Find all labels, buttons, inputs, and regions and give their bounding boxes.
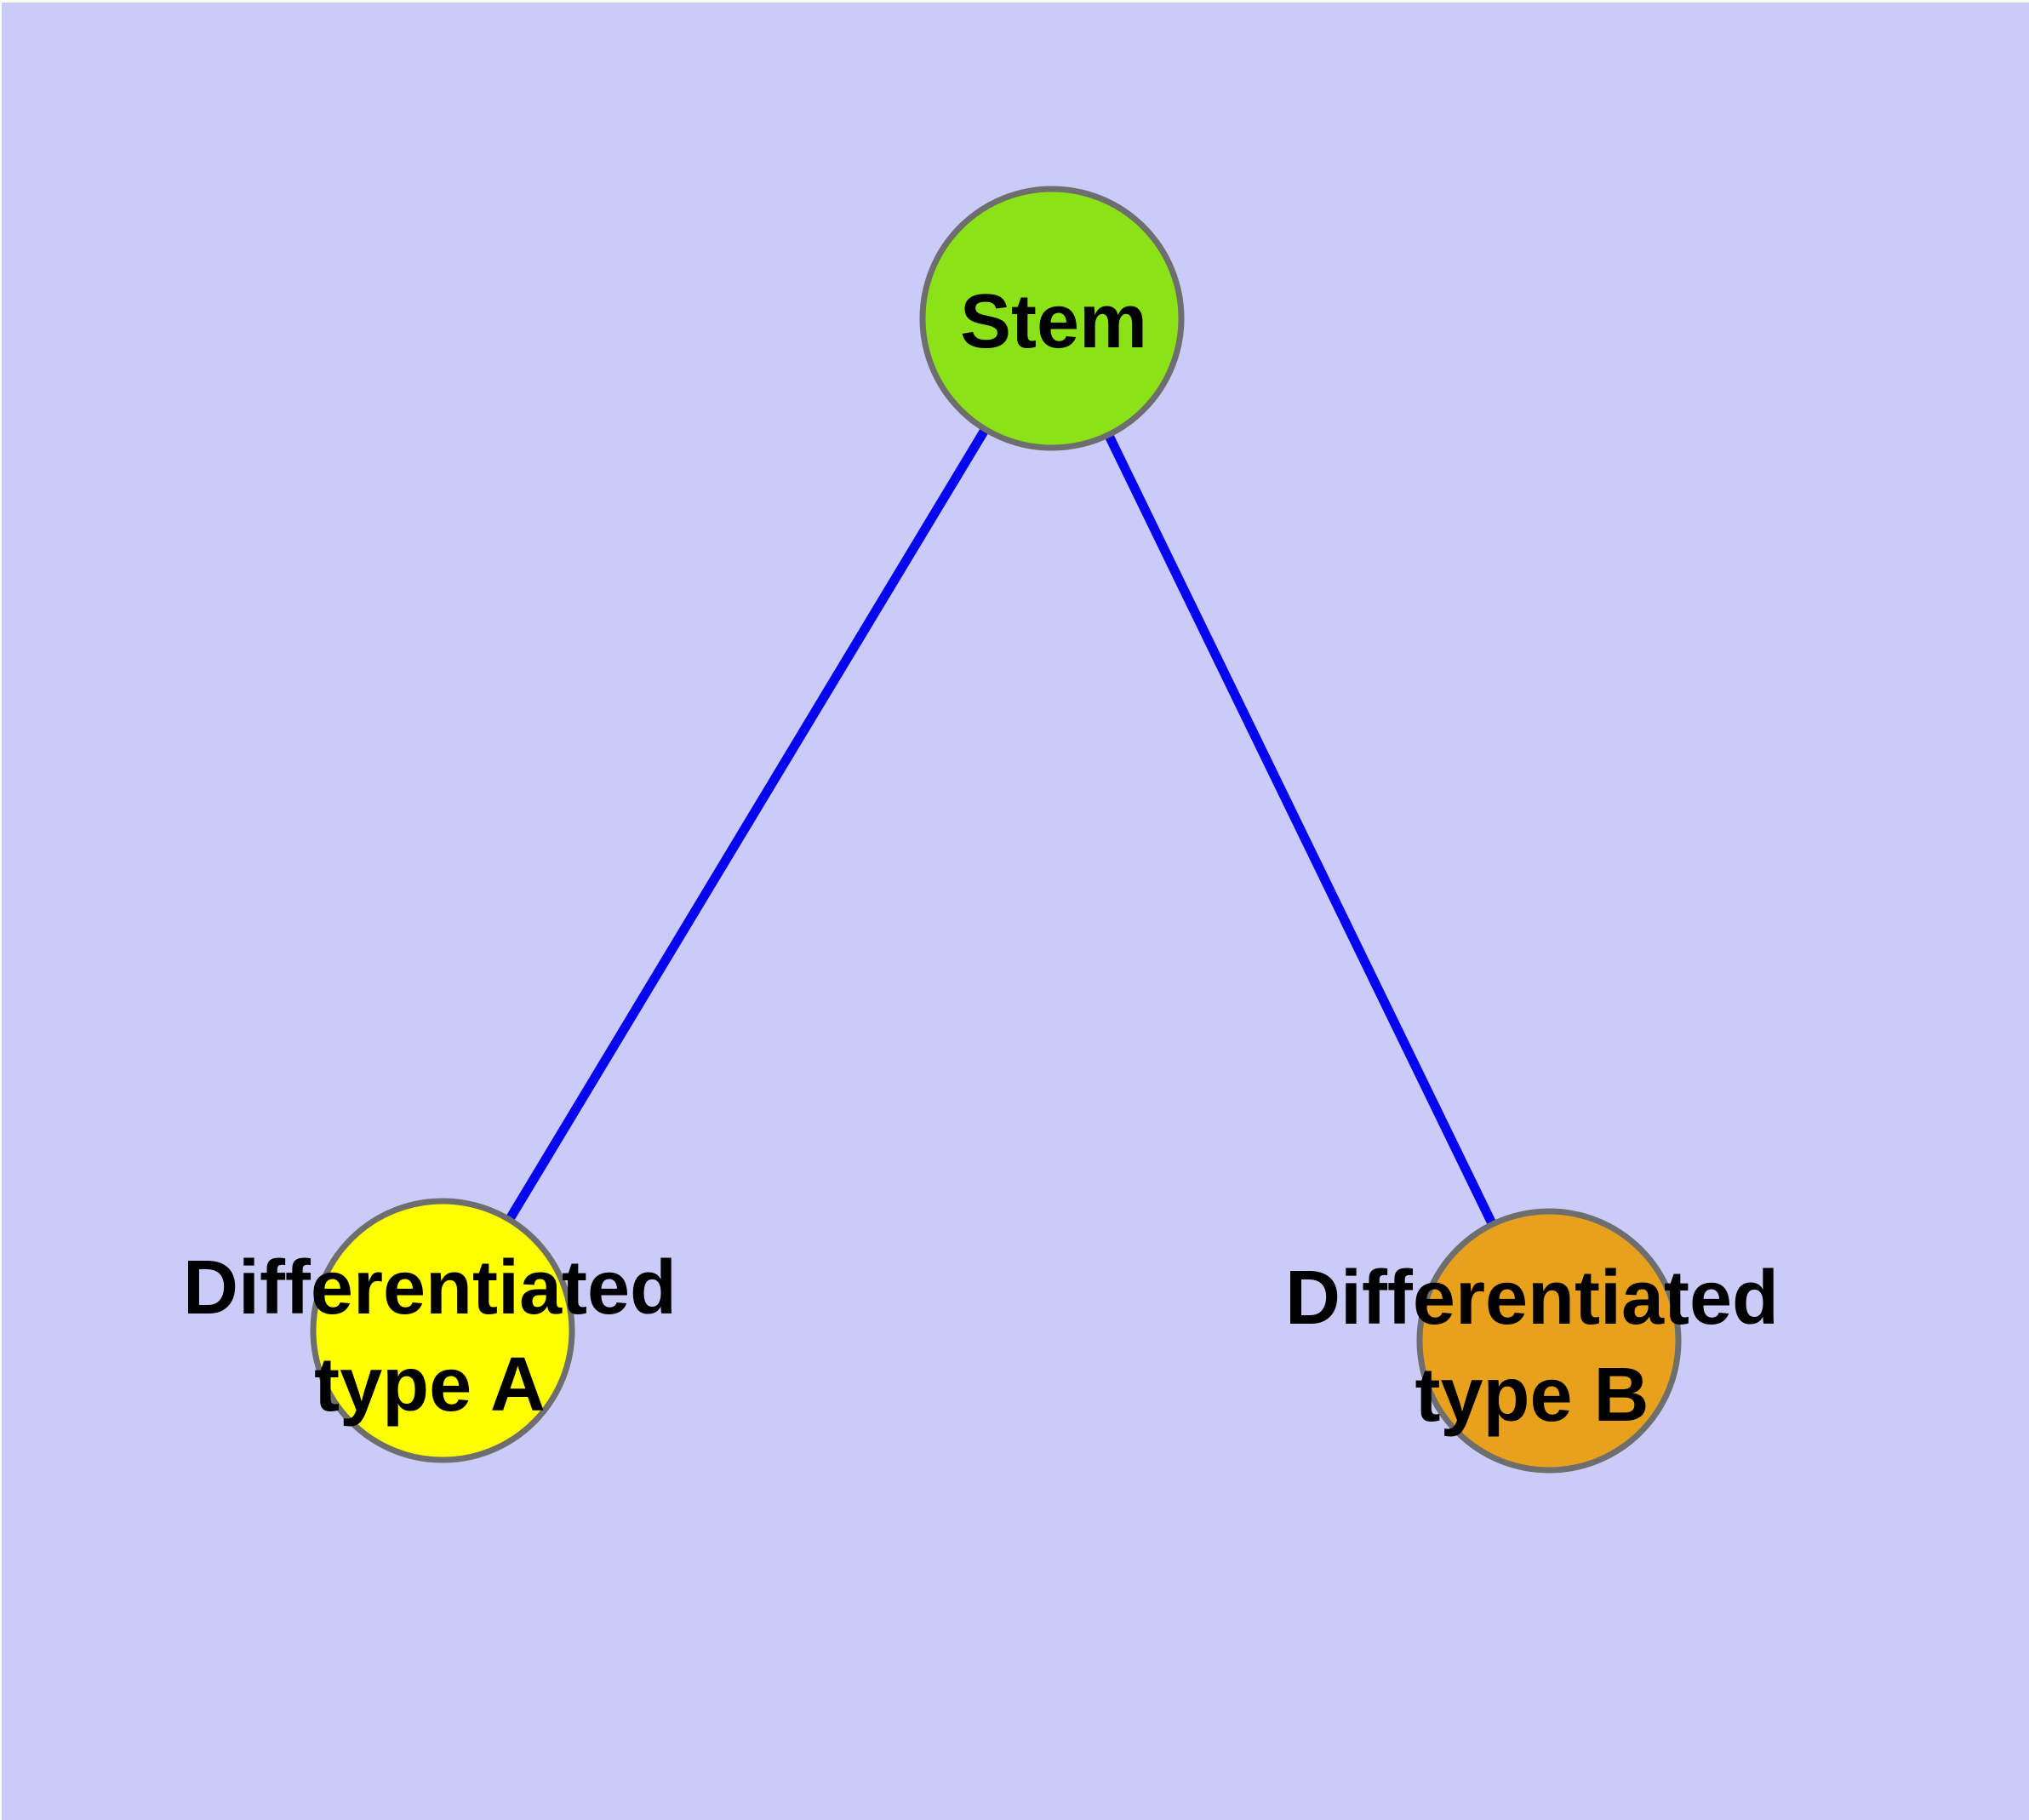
node-type-b-label-line1: Differentiated xyxy=(1285,1256,1779,1341)
node-differentiated-type-a xyxy=(310,1198,575,1463)
nodes-group xyxy=(310,186,1682,1474)
edges-group xyxy=(438,316,1553,1343)
node-differentiated-type-b xyxy=(1416,1208,1682,1474)
edge-stem-to-type-b xyxy=(1048,316,1553,1343)
node-type-a-label-line1: Differentiated xyxy=(183,1245,677,1331)
node-type-a-label-line2: type A xyxy=(314,1342,546,1428)
node-stem xyxy=(919,186,1185,451)
labels-group: Stem Differentiated type A Differentiate… xyxy=(183,279,1779,1438)
node-type-b-label-line2: type B xyxy=(1415,1353,1649,1438)
edge-stem-to-type-a xyxy=(438,316,1056,1333)
node-stem-label: Stem xyxy=(960,279,1147,364)
